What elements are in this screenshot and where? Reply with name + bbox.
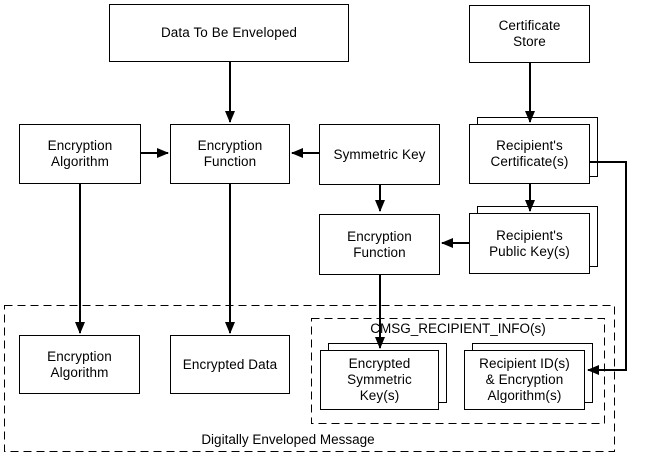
digitally-enveloped-message-label: Digitally Enveloped Message [201,432,375,447]
box-label: Recipient's Certificate(s) [490,138,569,169]
cmsg-recipient-info-label: CMSG_RECIPIENT_INFO(s) [370,321,546,336]
box-certificate-store: Certificate Store [469,5,590,63]
box-label: Recipient ID(s) & Encryption Algorithm(s… [479,356,570,403]
box-label: Recipient's Public Key(s) [489,227,570,259]
box-label: Encryption Algorithm [47,138,113,169]
box-label: Encrypted Data [182,356,278,372]
box-recipients-certificates: Recipient's Certificate(s) [469,124,590,184]
box-encrypted-data: Encrypted Data [170,335,290,394]
box-recipients-public-keys: Recipient's Public Key(s) [469,213,590,274]
box-label: Encryption Algorithm [47,348,112,380]
box-label: Certificate Store [498,18,561,49]
box-encryption-algorithm-top: Encryption Algorithm [19,124,141,184]
box-label: Encrypted Symmetric Key(s) [347,356,412,403]
box-symmetric-key: Symmetric Key [319,124,440,185]
box-encrypted-symmetric-keys: Encrypted Symmetric Key(s) [320,350,439,410]
box-recipient-ids-algorithms: Recipient ID(s) & Encryption Algorithm(s… [464,350,585,410]
box-encryption-algorithm-bottom: Encryption Algorithm [19,335,140,394]
box-label: Data To Be Enveloped [160,25,298,40]
box-label: Encryption Function [197,138,263,169]
box-data-to-be-enveloped: Data To Be Enveloped [109,4,349,62]
box-label: Symmetric Key [333,146,426,162]
box-label: Encryption Function [347,228,412,260]
box-encryption-function-top: Encryption Function [170,124,290,184]
box-encryption-function-right: Encryption Function [319,214,440,275]
